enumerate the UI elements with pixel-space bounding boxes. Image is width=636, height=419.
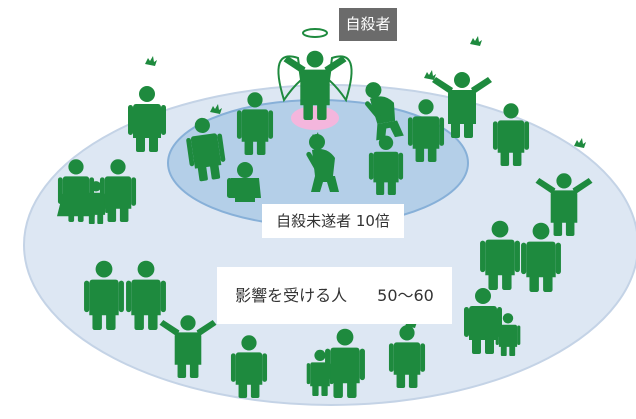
- affected-label: 影響を受ける人 50～60: [217, 267, 452, 324]
- suicide-label: 自殺者: [339, 8, 397, 41]
- outer-person-1: [128, 56, 166, 152]
- angel-figure: [277, 28, 353, 120]
- affected-label-value: 50～60: [377, 286, 434, 305]
- attempt-label: 自殺未遂者 10倍: [262, 204, 404, 238]
- affected-label-text: 影響を受ける人: [235, 286, 348, 305]
- center-pad: [291, 106, 339, 130]
